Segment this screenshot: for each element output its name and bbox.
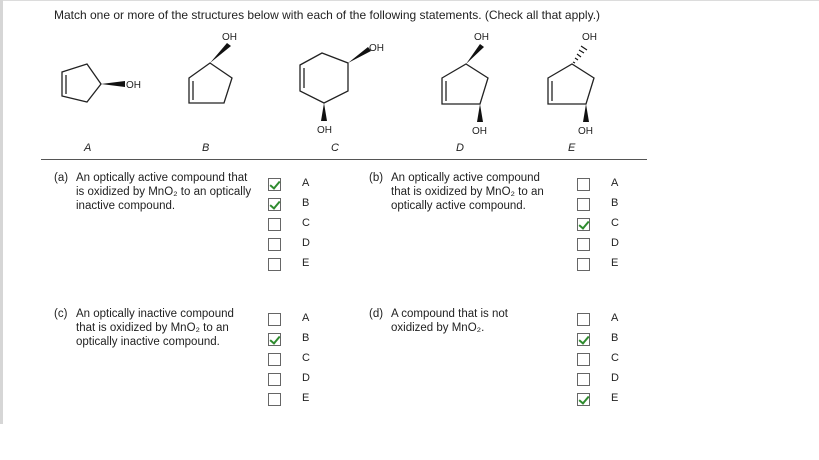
question-a-text: An optically active compound that is oxi…: [76, 172, 252, 212]
svg-text:OH: OH: [472, 126, 487, 137]
structure-c: OH OH: [299, 43, 384, 136]
question-d-letter: (d): [369, 308, 384, 320]
option-c-B[interactable]: B: [268, 332, 328, 348]
structure-a: OH: [61, 63, 141, 103]
checkbox[interactable]: [268, 218, 281, 231]
structure-e: OH OH: [547, 32, 597, 137]
checkbox[interactable]: [577, 373, 590, 386]
checkbox[interactable]: [577, 313, 590, 326]
structure-b: OH: [188, 32, 237, 104]
checkbox[interactable]: [577, 198, 590, 211]
checkbox[interactable]: [577, 178, 590, 191]
option-a-D[interactable]: D: [268, 237, 328, 253]
top-border: [0, 0, 819, 1]
svg-text:OH: OH: [582, 32, 597, 43]
option-d-C[interactable]: C: [577, 352, 637, 368]
option-a-B[interactable]: B: [268, 197, 328, 213]
svg-text:OH: OH: [474, 32, 489, 43]
option-a-A[interactable]: A: [268, 177, 328, 193]
option-d-B[interactable]: B: [577, 332, 637, 348]
option-a-E[interactable]: E: [268, 257, 328, 273]
structure-b-label: B: [202, 142, 210, 154]
option-b-C[interactable]: C: [577, 217, 637, 233]
option-c-A[interactable]: A: [268, 312, 328, 328]
structure-d: OH OH: [441, 32, 489, 137]
checkbox[interactable]: [577, 393, 590, 406]
option-b-E[interactable]: E: [577, 257, 637, 273]
checkbox[interactable]: [577, 333, 590, 346]
left-border: [0, 0, 3, 424]
option-b-B[interactable]: B: [577, 197, 637, 213]
option-d-D[interactable]: D: [577, 372, 637, 388]
checkbox[interactable]: [268, 313, 281, 326]
question-b-letter: (b): [369, 172, 384, 184]
checkbox[interactable]: [577, 258, 590, 271]
checkbox[interactable]: [577, 218, 590, 231]
svg-text:OH: OH: [369, 43, 384, 54]
instructions-text: Match one or more of the structures belo…: [54, 8, 601, 22]
structure-e-label: E: [568, 142, 576, 154]
question-b-text: An optically active compound that is oxi…: [391, 172, 544, 212]
checkbox[interactable]: [577, 353, 590, 366]
option-a-C[interactable]: C: [268, 217, 328, 233]
option-c-C[interactable]: C: [268, 352, 328, 368]
checkbox[interactable]: [268, 238, 281, 251]
checkbox[interactable]: [268, 258, 281, 271]
question-c-text: An optically inactive compound that is o…: [76, 308, 234, 348]
option-b-A[interactable]: A: [577, 177, 637, 193]
question-c-letter: (c): [54, 308, 68, 320]
question-a-letter: (a): [54, 172, 69, 184]
option-d-E[interactable]: E: [577, 392, 637, 408]
checkbox[interactable]: [268, 178, 281, 191]
option-c-E[interactable]: E: [268, 392, 328, 408]
structure-a-label: A: [84, 142, 92, 154]
svg-text:OH: OH: [317, 125, 332, 136]
question-d-text: A compound that is not oxidized by MnO₂.: [391, 308, 508, 334]
checkbox[interactable]: [268, 198, 281, 211]
divider: [41, 159, 647, 160]
svg-text:OH: OH: [222, 32, 237, 43]
checkbox[interactable]: [268, 333, 281, 346]
checkbox[interactable]: [268, 353, 281, 366]
checkbox[interactable]: [577, 238, 590, 251]
checkbox[interactable]: [268, 393, 281, 406]
option-d-A[interactable]: A: [577, 312, 637, 328]
structure-d-label: D: [456, 142, 464, 154]
option-c-D[interactable]: D: [268, 372, 328, 388]
svg-text:OH: OH: [126, 80, 141, 91]
svg-text:OH: OH: [578, 126, 593, 137]
option-b-D[interactable]: D: [577, 237, 637, 253]
structure-c-label: C: [331, 142, 339, 154]
checkbox[interactable]: [268, 373, 281, 386]
